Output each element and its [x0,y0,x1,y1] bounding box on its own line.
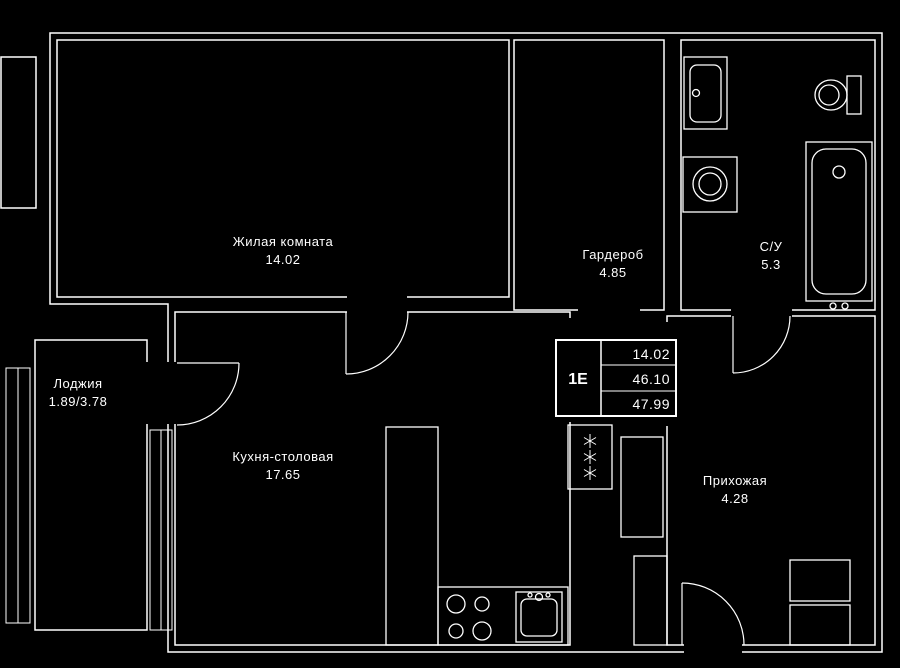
hallway-area: 4.28 [721,491,748,506]
window-icon [149,429,173,631]
kitchen-outline [174,311,571,646]
kitchen-sink-icon [515,591,563,643]
entrance-door-opening [684,639,742,657]
hallway-name: Прихожая [703,473,767,488]
room-kitchen [174,311,571,646]
bathtub-basin [811,148,867,295]
toilet-icon [814,75,862,115]
ventilation-asterisk [583,450,597,464]
neighbor-glazing [5,367,31,624]
unit-area-value: 14.02 [632,346,670,362]
living-room-door-opening [347,291,407,318]
bathroom-door-opening [731,303,792,317]
kitchen-sink-bowl [520,598,558,637]
loggia-name: Лоджия [53,376,102,391]
kitchen-sink-knob [545,592,551,598]
toilet-bowl-inner [818,84,840,106]
kitchen-sink-faucet [534,592,544,602]
room-hallway [666,315,876,646]
kitchen-name: Кухня-столовая [232,449,333,464]
hallway-cabinet [789,559,851,602]
bathtub-rim [805,141,873,302]
living-room-area: 14.02 [265,252,300,267]
room-loggia [34,339,148,631]
ventilation-asterisk [583,434,597,448]
washbasin-faucet [691,88,701,98]
bathroom-door-swing [732,315,791,374]
washbasin-icon [683,56,728,130]
kitchen-counter [437,586,569,646]
wardrobe-outline [513,39,665,311]
washing-machine-icon [682,156,738,213]
bathtub-drain [832,165,846,179]
ventilation-asterisk [583,466,597,480]
washing-machine-drum-inner [698,172,722,196]
kitchen-area: 17.65 [265,467,300,482]
balcony-door-icon [176,362,240,426]
living-room-door-swing [345,311,409,375]
adjacent-structure [0,56,37,209]
toilet-bowl [814,79,848,111]
bathroom-area: 5.3 [761,257,781,272]
loggia-outline [34,339,148,631]
unit-type-label: 1Е [568,371,588,388]
stove-burner [474,596,490,612]
stove-icon [446,594,492,641]
balcony-door-opening [144,362,182,424]
hallway-closet [620,436,664,538]
entrance-door-swing [681,582,745,646]
bathroom-door-icon [732,315,791,374]
bath-faucet-knob-left [829,302,837,310]
stove-burner [472,621,492,641]
hallway-outline [666,315,876,646]
bath-faucet-knob-right [841,302,849,310]
unit-area-value: 46.10 [632,371,670,387]
hallway-closet [633,555,668,646]
washbasin-counter [683,56,728,130]
room-living-room [56,39,510,298]
wardrobe-area: 4.85 [599,265,626,280]
unit-info-frame [555,339,677,417]
kitchen-sink-knob [527,592,533,598]
unit-area-value: 47.99 [632,396,670,412]
bathtub-icon [805,141,873,302]
room-wardrobe [513,39,665,311]
washing-machine-drum-outer [692,166,728,202]
ventilation-shaft-box [567,424,613,490]
wardrobe-door-opening [578,303,640,317]
kitchen-sink-body [515,591,563,643]
stove-burner [448,623,464,639]
living-room-door-icon [345,311,409,375]
entrance-door-icon [681,582,745,646]
stove-burner [446,594,466,614]
washing-machine-body [682,156,738,213]
hallway-cabinet [789,604,851,646]
unit-info-box: 1Е 14.02 46.10 47.99 [555,339,677,417]
living-room-name: Жилая комната [233,234,334,249]
exterior-wall-outline [49,32,883,653]
loggia-area: 1.89/3.78 [49,394,108,409]
living-room-outline [56,39,510,298]
bathroom-name: С/У [760,239,783,254]
washbasin-bowl [689,64,722,123]
bath-faucet-icon [829,302,849,310]
balcony-door-swing [176,362,240,426]
wardrobe-name: Гардероб [582,247,643,262]
ventilation-shaft-icon [567,424,613,490]
kitchen-cabinet [385,426,439,646]
